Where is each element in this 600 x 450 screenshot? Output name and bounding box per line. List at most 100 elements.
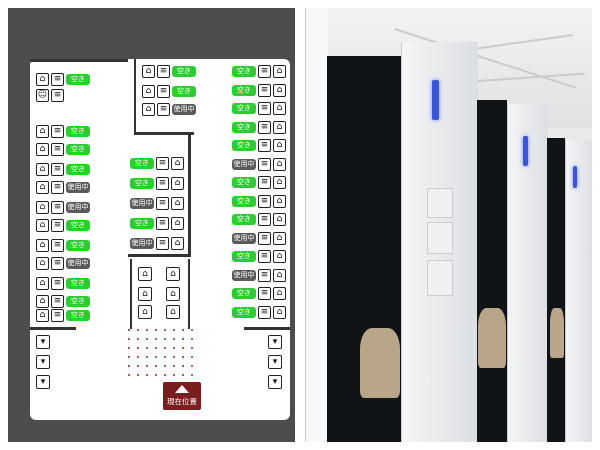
occupied-badge: 使用中 bbox=[66, 182, 90, 193]
floor-dot bbox=[137, 356, 139, 358]
vacant-badge: 空き bbox=[172, 66, 196, 77]
toilet-icon: ⌂ bbox=[273, 194, 286, 208]
floor-dot bbox=[155, 374, 157, 376]
floor-dot bbox=[191, 365, 193, 367]
toilet-icon: ⌂ bbox=[171, 237, 184, 250]
washlet-icon: ≡ bbox=[258, 139, 271, 152]
toilet-icon: ⌂ bbox=[36, 73, 49, 86]
washlet-icon: ≡ bbox=[157, 85, 170, 98]
occupied-badge: 使用中 bbox=[232, 269, 256, 281]
occupied-badge: 使用中 bbox=[232, 232, 256, 244]
toilet-icon: ⌂ bbox=[273, 231, 286, 245]
floor-dot bbox=[164, 356, 166, 358]
wall-center-right bbox=[188, 132, 191, 256]
status-light-2 bbox=[523, 136, 528, 166]
washlet-icon: ≡ bbox=[51, 201, 64, 214]
washlet-icon: ≡ bbox=[51, 89, 64, 102]
toilet-icon: ⌂ bbox=[273, 305, 286, 319]
washlet-icon: ≡ bbox=[258, 194, 271, 208]
occupied-badge: 使用中 bbox=[232, 158, 256, 170]
washlet-icon: ≡ bbox=[258, 65, 271, 78]
vacant-badge: 空き bbox=[232, 84, 256, 96]
vacant-badge: 空き bbox=[232, 66, 256, 77]
vacant-badge: 空き bbox=[232, 214, 256, 225]
floor-dot bbox=[146, 356, 148, 358]
floor-dot bbox=[155, 365, 157, 367]
floor-dot bbox=[173, 347, 175, 349]
vacant-badge: 空き bbox=[66, 278, 90, 289]
vacant-badge: 空き bbox=[130, 178, 154, 189]
floor-dot bbox=[191, 356, 193, 358]
toilet-icon: ⌂ bbox=[273, 65, 286, 78]
floor-dot bbox=[191, 338, 193, 340]
floor-dot bbox=[128, 365, 130, 367]
toilet-icon: ⌂ bbox=[171, 197, 184, 210]
floor-dot bbox=[128, 329, 130, 331]
floor-dot bbox=[164, 329, 166, 331]
washlet-icon: ≡ bbox=[258, 268, 271, 282]
washlet-icon: ≡ bbox=[157, 65, 170, 78]
wall-center-top bbox=[134, 59, 136, 134]
occupied-badge: 使用中 bbox=[66, 258, 90, 269]
toilet-icon: ⌂ bbox=[36, 309, 49, 322]
toilet-icon: ⌂ bbox=[273, 157, 286, 171]
vacant-badge: 空き bbox=[66, 74, 90, 85]
wall-left-bottom bbox=[30, 327, 76, 330]
wall-top-left bbox=[30, 59, 128, 62]
front-partition bbox=[305, 8, 328, 442]
floor-dot bbox=[155, 356, 157, 358]
floor-dot bbox=[155, 338, 157, 340]
toilet-seat bbox=[360, 328, 400, 398]
floor-dot bbox=[182, 347, 184, 349]
floor-dot bbox=[173, 338, 175, 340]
washlet-icon: ≡ bbox=[258, 213, 271, 226]
stall-door-3 bbox=[547, 138, 565, 442]
floor-dot bbox=[146, 338, 148, 340]
washlet-icon: ≡ bbox=[258, 120, 271, 134]
toilet-icon: ⌂ bbox=[273, 139, 286, 152]
washlet-icon: ≡ bbox=[51, 143, 64, 156]
vacant-badge: 空き bbox=[232, 195, 256, 207]
toilet-icon: ⌂ bbox=[142, 85, 155, 98]
washlet-icon: ≡ bbox=[157, 103, 170, 116]
washlet-icon: ≡ bbox=[51, 295, 64, 308]
instruction-sticker bbox=[427, 260, 453, 296]
stall-door-2 bbox=[477, 100, 507, 442]
toilet-icon: ⌂ bbox=[36, 143, 49, 156]
wall-right-bottom bbox=[244, 327, 290, 330]
toilet-icon: ⌂ bbox=[273, 268, 286, 282]
partition-3 bbox=[565, 140, 592, 442]
triangle-up-icon bbox=[175, 385, 189, 393]
washlet-icon: ≡ bbox=[258, 157, 271, 171]
bidet-icon: ▾ bbox=[268, 335, 282, 349]
toilet-seat bbox=[478, 308, 506, 368]
floor-dot bbox=[191, 374, 193, 376]
floor-dot bbox=[128, 374, 130, 376]
vacant-badge: 空き bbox=[232, 177, 256, 188]
toilet-icon: ⌂ bbox=[36, 295, 49, 308]
washlet-icon: ≡ bbox=[156, 237, 169, 250]
vacant-badge: 空き bbox=[172, 86, 196, 97]
toilet-icon: ⌂ bbox=[36, 163, 49, 176]
vacant-badge: 空き bbox=[66, 164, 90, 175]
wall-center-horizontal bbox=[134, 132, 194, 135]
floor-dot bbox=[182, 356, 184, 358]
floor-dot bbox=[182, 329, 184, 331]
toilet-icon: ⌂ bbox=[138, 305, 152, 319]
toilet-icon: ⌂ bbox=[36, 181, 49, 194]
vacant-badge: 空き bbox=[232, 121, 256, 133]
restroom-map: ⌂≡空き☺≡⌂≡空き⌂≡空き⌂≡空き⌂≡使用中⌂≡使用中⌂≡空き⌂≡空き⌂≡使用… bbox=[30, 59, 290, 420]
toilet-icon: ⌂ bbox=[36, 201, 49, 214]
floor-dot bbox=[146, 365, 148, 367]
vacant-badge: 空き bbox=[66, 144, 90, 155]
washlet-icon: ≡ bbox=[258, 102, 271, 115]
toilet-icon: ⌂ bbox=[171, 157, 184, 170]
toilet-icon: ⌂ bbox=[166, 267, 180, 281]
current-location-marker: 現在位置 bbox=[163, 382, 201, 410]
toilet-icon: ⌂ bbox=[273, 120, 286, 134]
washlet-icon: ≡ bbox=[51, 239, 64, 252]
toilet-icon: ⌂ bbox=[273, 250, 286, 263]
floor-dot bbox=[155, 347, 157, 349]
status-light-1 bbox=[432, 80, 439, 120]
toilet-icon: ⌂ bbox=[142, 65, 155, 78]
